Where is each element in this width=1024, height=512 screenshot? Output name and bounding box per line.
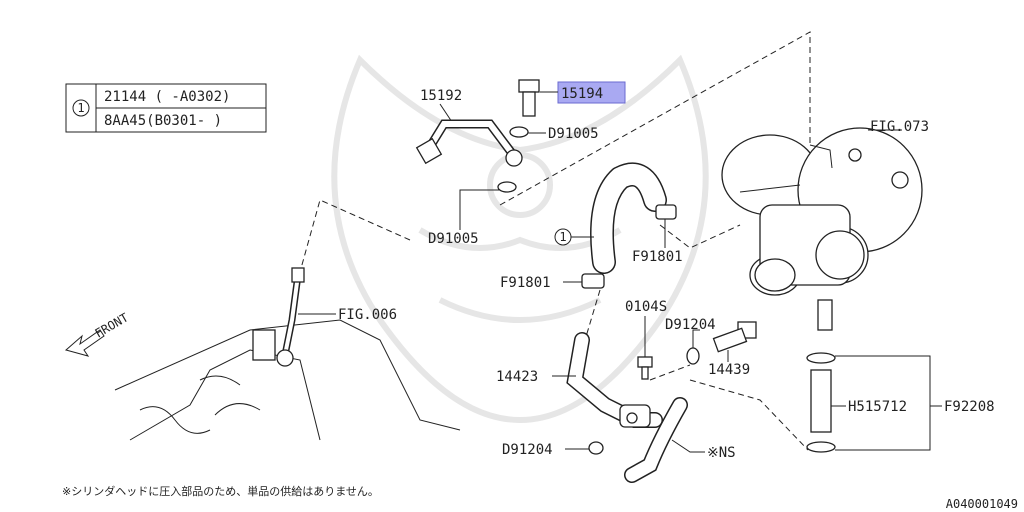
- legend-row-2: 8AA45(B0301- ): [104, 113, 222, 129]
- label-fig006: FIG.006: [338, 307, 397, 323]
- label-d91204-bottom: D91204: [502, 442, 553, 458]
- label-h515712: H515712: [848, 399, 907, 415]
- oil-pipe-15192-icon[interactable]: [415, 119, 523, 167]
- label-d91204-top: D91204: [665, 317, 716, 333]
- label-15194[interactable]: 15194: [561, 86, 603, 102]
- clamp-f91801-left-icon[interactable]: [581, 273, 605, 289]
- label-d91005-left: D91005: [428, 231, 479, 247]
- washer-d91204-bottom-icon[interactable]: [588, 441, 604, 455]
- label-d91005-top: D91005: [548, 126, 599, 142]
- label-front: FRONT: [93, 310, 131, 340]
- label-f91801-left: F91801: [500, 275, 551, 291]
- legend-circle-number: 1: [77, 101, 84, 115]
- label-14439: 14439: [708, 362, 750, 378]
- footnote: ※シリンダヘッドに圧入部品のため、単品の供給はありません。: [62, 484, 379, 498]
- label-fig073: FIG.073: [870, 119, 929, 135]
- legend-table: 1 21144 ( -A0302) 8AA45(B0301- ): [65, 83, 267, 133]
- bolt-0104s-icon[interactable]: [637, 356, 653, 380]
- watermark-emblem: [331, 54, 709, 424]
- diagram-id: A040001049: [946, 497, 1018, 511]
- pipe-14423-icon[interactable]: [566, 332, 688, 483]
- washer-d91005-left-icon[interactable]: [497, 181, 517, 193]
- legend-circle-icon: [72, 99, 90, 117]
- engine-block-icon: [114, 319, 461, 441]
- label-0104s: 0104S: [625, 299, 667, 315]
- washer-d91204-top-icon[interactable]: [686, 347, 700, 365]
- label-15192: 15192: [420, 88, 462, 104]
- clamp-f91801-right-icon[interactable]: [655, 204, 677, 220]
- label-circle-1: 1: [559, 230, 566, 244]
- hose-1-icon[interactable]: [590, 162, 667, 274]
- legend-row-1: 21144 ( -A0302): [104, 89, 230, 105]
- label-14423: 14423: [496, 369, 538, 385]
- bolt-15194-icon[interactable]: [518, 79, 540, 117]
- label-ns: ※NS: [707, 445, 736, 461]
- pipe-fig006-icon[interactable]: [276, 267, 305, 367]
- bolt-14439-icon[interactable]: [712, 321, 757, 353]
- turbocharger-icon[interactable]: [721, 127, 923, 331]
- label-f92208: F92208: [944, 399, 995, 415]
- washer-d91005-top-icon[interactable]: [509, 126, 529, 138]
- front-arrow-icon: [64, 329, 105, 357]
- label-f91801-right: F91801: [632, 249, 683, 265]
- hose-h515712-icon[interactable]: [806, 352, 836, 453]
